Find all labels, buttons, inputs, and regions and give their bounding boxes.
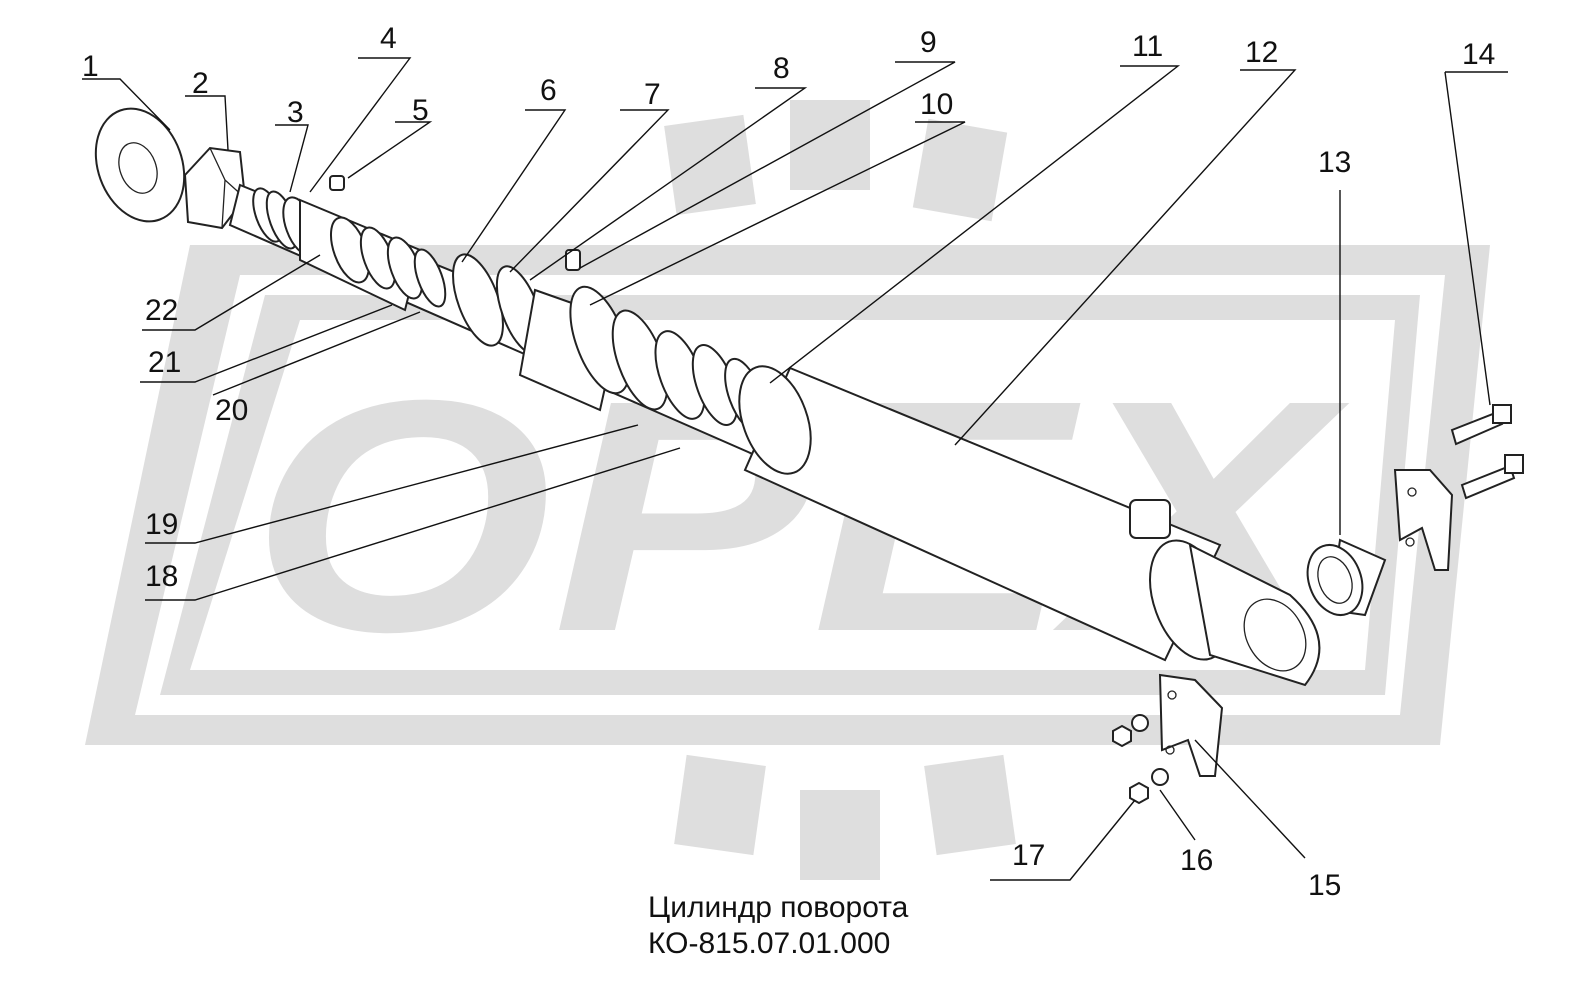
callout-5: 5: [412, 94, 429, 127]
part-bracket-upper: [1393, 469, 1454, 571]
callout-4: 4: [380, 22, 397, 55]
part-nuts-washers: [1112, 714, 1169, 805]
callout-22: 22: [145, 294, 178, 327]
callout-1: 1: [82, 50, 99, 83]
part-cylinder-barrel: [738, 365, 1222, 662]
callout-3: 3: [287, 96, 304, 129]
part-bracket-lower-15: [1158, 673, 1224, 777]
callout-14: 14: [1462, 38, 1495, 71]
caption-title: Цилиндр поворота: [648, 891, 909, 924]
part-rod-eye: [94, 107, 186, 223]
callout-17: 17: [1012, 839, 1045, 872]
callout-10: 10: [920, 88, 953, 121]
caption-part-number: КО-815.07.01.000: [648, 927, 890, 960]
part-gland-seals: [252, 187, 447, 312]
callout-13: 13: [1318, 146, 1351, 179]
callout-9: 9: [920, 26, 937, 59]
callout-11: 11: [1132, 30, 1163, 63]
part-bushing: [1306, 538, 1387, 617]
part-bolts: [1450, 404, 1524, 500]
callout-16: 16: [1180, 844, 1213, 877]
callout-21: 21: [148, 346, 181, 379]
callout-labels: 1 2 3 4 5 6 7 8 9 10 11 12 13 14 15 16 1…: [82, 22, 1495, 902]
part-piston: [452, 253, 766, 433]
part-hex-nut: [183, 146, 247, 230]
callout-7: 7: [644, 78, 661, 111]
callout-20: 20: [215, 394, 248, 427]
part-end-lug: [1149, 539, 1321, 687]
callout-12: 12: [1245, 36, 1278, 69]
callout-2: 2: [192, 67, 209, 100]
part-plug-5: [329, 175, 345, 191]
callout-6: 6: [540, 74, 557, 107]
callout-15: 15: [1308, 869, 1341, 902]
callout-18: 18: [145, 560, 178, 593]
leader-lines: [82, 57, 1508, 881]
callout-8: 8: [773, 52, 790, 85]
callout-19: 19: [145, 508, 178, 541]
